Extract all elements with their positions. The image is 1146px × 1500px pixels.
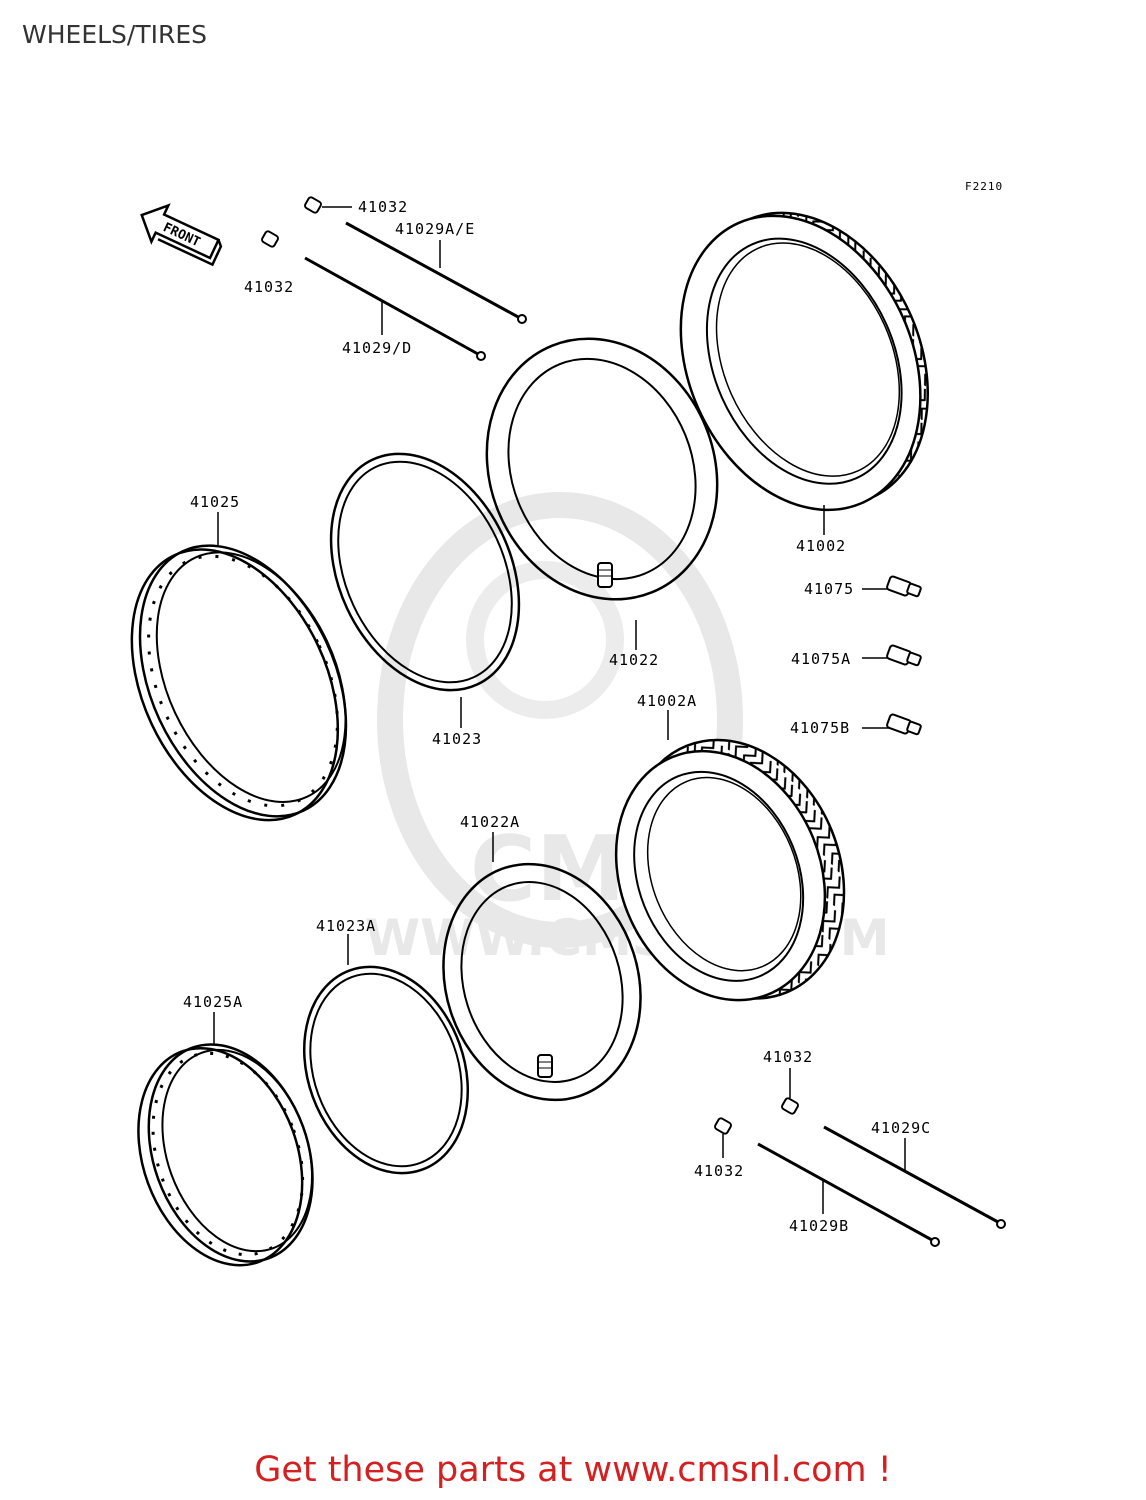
label-41032-b: 41032 — [244, 278, 294, 296]
inner-tube-41022 — [485, 337, 719, 601]
label-41023: 41023 — [432, 730, 482, 748]
label-41023a: 41023A — [316, 917, 376, 935]
valve-stem-icon — [597, 562, 613, 588]
label-41032-d: 41032 — [694, 1162, 744, 1180]
label-41022a: 41022A — [460, 813, 520, 831]
figure-code: F2210 — [965, 180, 1003, 193]
label-41075: 41075 — [804, 580, 854, 598]
parts-diagram: CMS WWW.CMSNL.COM F2210 FRONT 41032 4102… — [130, 180, 1006, 1267]
rim-41025 — [130, 544, 348, 822]
label-41002: 41002 — [796, 537, 846, 555]
rim-41025a — [137, 1043, 314, 1267]
rim-band-41023a — [302, 965, 470, 1175]
valve-41075b — [862, 713, 922, 736]
footer-promo-link[interactable]: Get these parts at www.cmsnl.com ! — [254, 1450, 892, 1490]
label-41025: 41025 — [190, 493, 240, 511]
spoke-41029ae — [345, 221, 527, 324]
label-41022: 41022 — [609, 651, 659, 669]
page-title: WHEELS/TIRES — [22, 20, 208, 49]
spoke-41029c — [823, 1125, 1006, 1229]
label-41032-a: 41032 — [358, 198, 408, 216]
label-41025a: 41025A — [183, 993, 243, 1011]
label-41075a: 41075A — [791, 650, 851, 668]
label-41002a: 41002A — [637, 692, 697, 710]
label-41029b: 41029B — [789, 1217, 849, 1235]
valve-41075 — [862, 575, 922, 598]
valve-41075a — [862, 644, 922, 667]
valve-stem-rear-icon — [537, 1054, 553, 1078]
spoke-41029b — [757, 1142, 940, 1247]
label-41032-c: 41032 — [763, 1048, 813, 1066]
bolt-41032-lower-right — [781, 1097, 799, 1115]
tire-41002a — [614, 738, 846, 1002]
inner-tube-41022a — [442, 862, 642, 1102]
bolt-41032-upper-right — [304, 196, 352, 214]
bolt-41032-lower-left — [714, 1117, 732, 1158]
front-arrow-icon: FRONT — [140, 203, 223, 267]
label-41029ae: 41029A/E — [395, 220, 475, 238]
bolt-41032-upper-left — [261, 230, 279, 248]
label-41029c: 41029C — [871, 1119, 931, 1137]
tire-41002 — [679, 211, 929, 512]
label-41029d: 41029/D — [342, 339, 412, 357]
rim-band-41023 — [329, 452, 521, 692]
spoke-41029d — [304, 256, 486, 361]
label-41075b: 41075B — [790, 719, 850, 737]
